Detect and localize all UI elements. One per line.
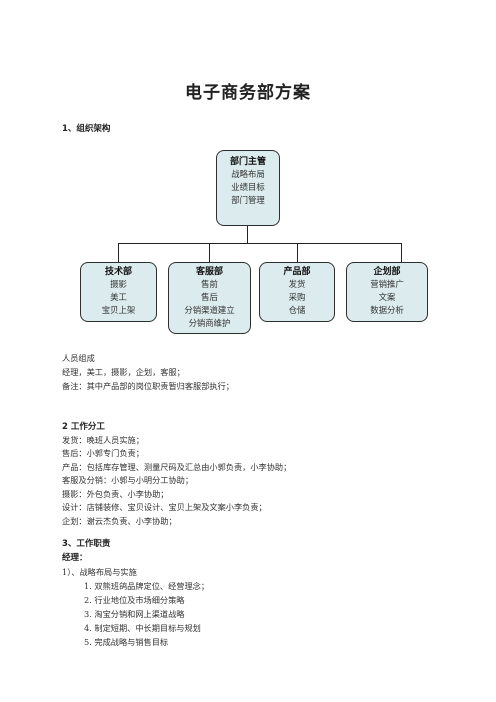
dept-item: 摄影 bbox=[110, 279, 127, 289]
role-heading: 经理： bbox=[62, 553, 88, 563]
section1-heading: 1、组织架构 bbox=[62, 124, 111, 134]
duty-line: 客服及分销：小郭与小明分工协助； bbox=[62, 475, 194, 485]
org-head-item: 战略布局 bbox=[231, 169, 265, 179]
dept-item: 文案 bbox=[378, 292, 396, 302]
dept-item: 分销渠道建立 bbox=[184, 305, 235, 315]
duty-line: 设计：店铺装修、宝贝设计、宝贝上架及文案小李负责； bbox=[62, 502, 267, 512]
duty-line: 企划：谢云杰负责、小李协助； bbox=[62, 516, 177, 526]
dept-item: 宝贝上架 bbox=[101, 305, 136, 315]
section3-heading: 3、工作职责 bbox=[62, 539, 111, 549]
org-head-item: 业绩目标 bbox=[231, 182, 265, 192]
dept-title: 企划部 bbox=[373, 267, 401, 277]
org-head-title: 部门主管 bbox=[229, 157, 266, 167]
dept-item: 售前 bbox=[201, 279, 218, 289]
dept-box-tech: 技术部 摄影 美工 宝贝上架 bbox=[80, 262, 157, 322]
dept-item: 仓储 bbox=[288, 305, 306, 315]
staff-line: 人员组成 bbox=[62, 353, 95, 363]
dept-box-planning: 企划部 营销推广 文案 数据分析 bbox=[346, 262, 428, 322]
connector-line bbox=[118, 243, 119, 262]
duty-line: 发货：晚班人员实施； bbox=[62, 435, 144, 445]
dept-item: 数据分析 bbox=[370, 305, 404, 315]
dept-item: 发货 bbox=[288, 279, 306, 289]
dept-title: 产品部 bbox=[283, 267, 311, 277]
connector-line bbox=[247, 226, 248, 243]
dept-box-service: 客服部 售前 售后 分销渠道建立 分销商维护 bbox=[168, 262, 251, 334]
duty-line: 产品：包括库存管理、测量尺码及汇总由小郭负责，小李协助； bbox=[62, 462, 292, 472]
org-head-item: 部门管理 bbox=[231, 195, 265, 205]
staff-line: 备注：其中产品部的岗位职责暂归客服部执行； bbox=[62, 381, 234, 391]
dept-title: 客服部 bbox=[195, 267, 223, 277]
dept-item: 分销商维护 bbox=[188, 318, 231, 328]
duty-line: 售后：小郭专门负责； bbox=[62, 448, 144, 458]
sub-item: 3. 淘宝分销和网上渠道战略 bbox=[84, 609, 185, 619]
sub-item: 2. 行业地位及市场细分策略 bbox=[84, 595, 185, 605]
staff-line: 经理，美工，摄影，企划，客服； bbox=[62, 367, 185, 377]
section2-heading: 2 工作分工 bbox=[62, 422, 105, 432]
dept-item: 营销推广 bbox=[370, 279, 404, 289]
sub-item: 5. 完成战略与销售目标 bbox=[84, 637, 169, 647]
item-heading: 1）、战略布局与实施 bbox=[62, 567, 137, 577]
connector-line bbox=[401, 243, 402, 262]
dept-item: 售后 bbox=[201, 292, 218, 302]
page-title: 电子商务部方案 bbox=[185, 83, 311, 103]
sub-item: 4. 制定短期、中长期目标与规划 bbox=[84, 623, 201, 633]
dept-title: 技术部 bbox=[104, 267, 132, 277]
dept-item: 美工 bbox=[110, 292, 127, 302]
sub-item: 1. 双熊班鸽品牌定位、经营理念； bbox=[84, 581, 210, 591]
connector-line bbox=[297, 243, 298, 262]
dept-box-product: 产品部 发货 采购 仓储 bbox=[259, 262, 335, 322]
org-head-box: 部门主管 战略布局 业绩目标 部门管理 bbox=[216, 150, 280, 226]
dept-item: 采购 bbox=[288, 292, 306, 302]
connector-line bbox=[209, 243, 210, 262]
duty-line: 摄影：外包负责、小李协助； bbox=[62, 489, 169, 499]
connector-line bbox=[118, 243, 402, 244]
